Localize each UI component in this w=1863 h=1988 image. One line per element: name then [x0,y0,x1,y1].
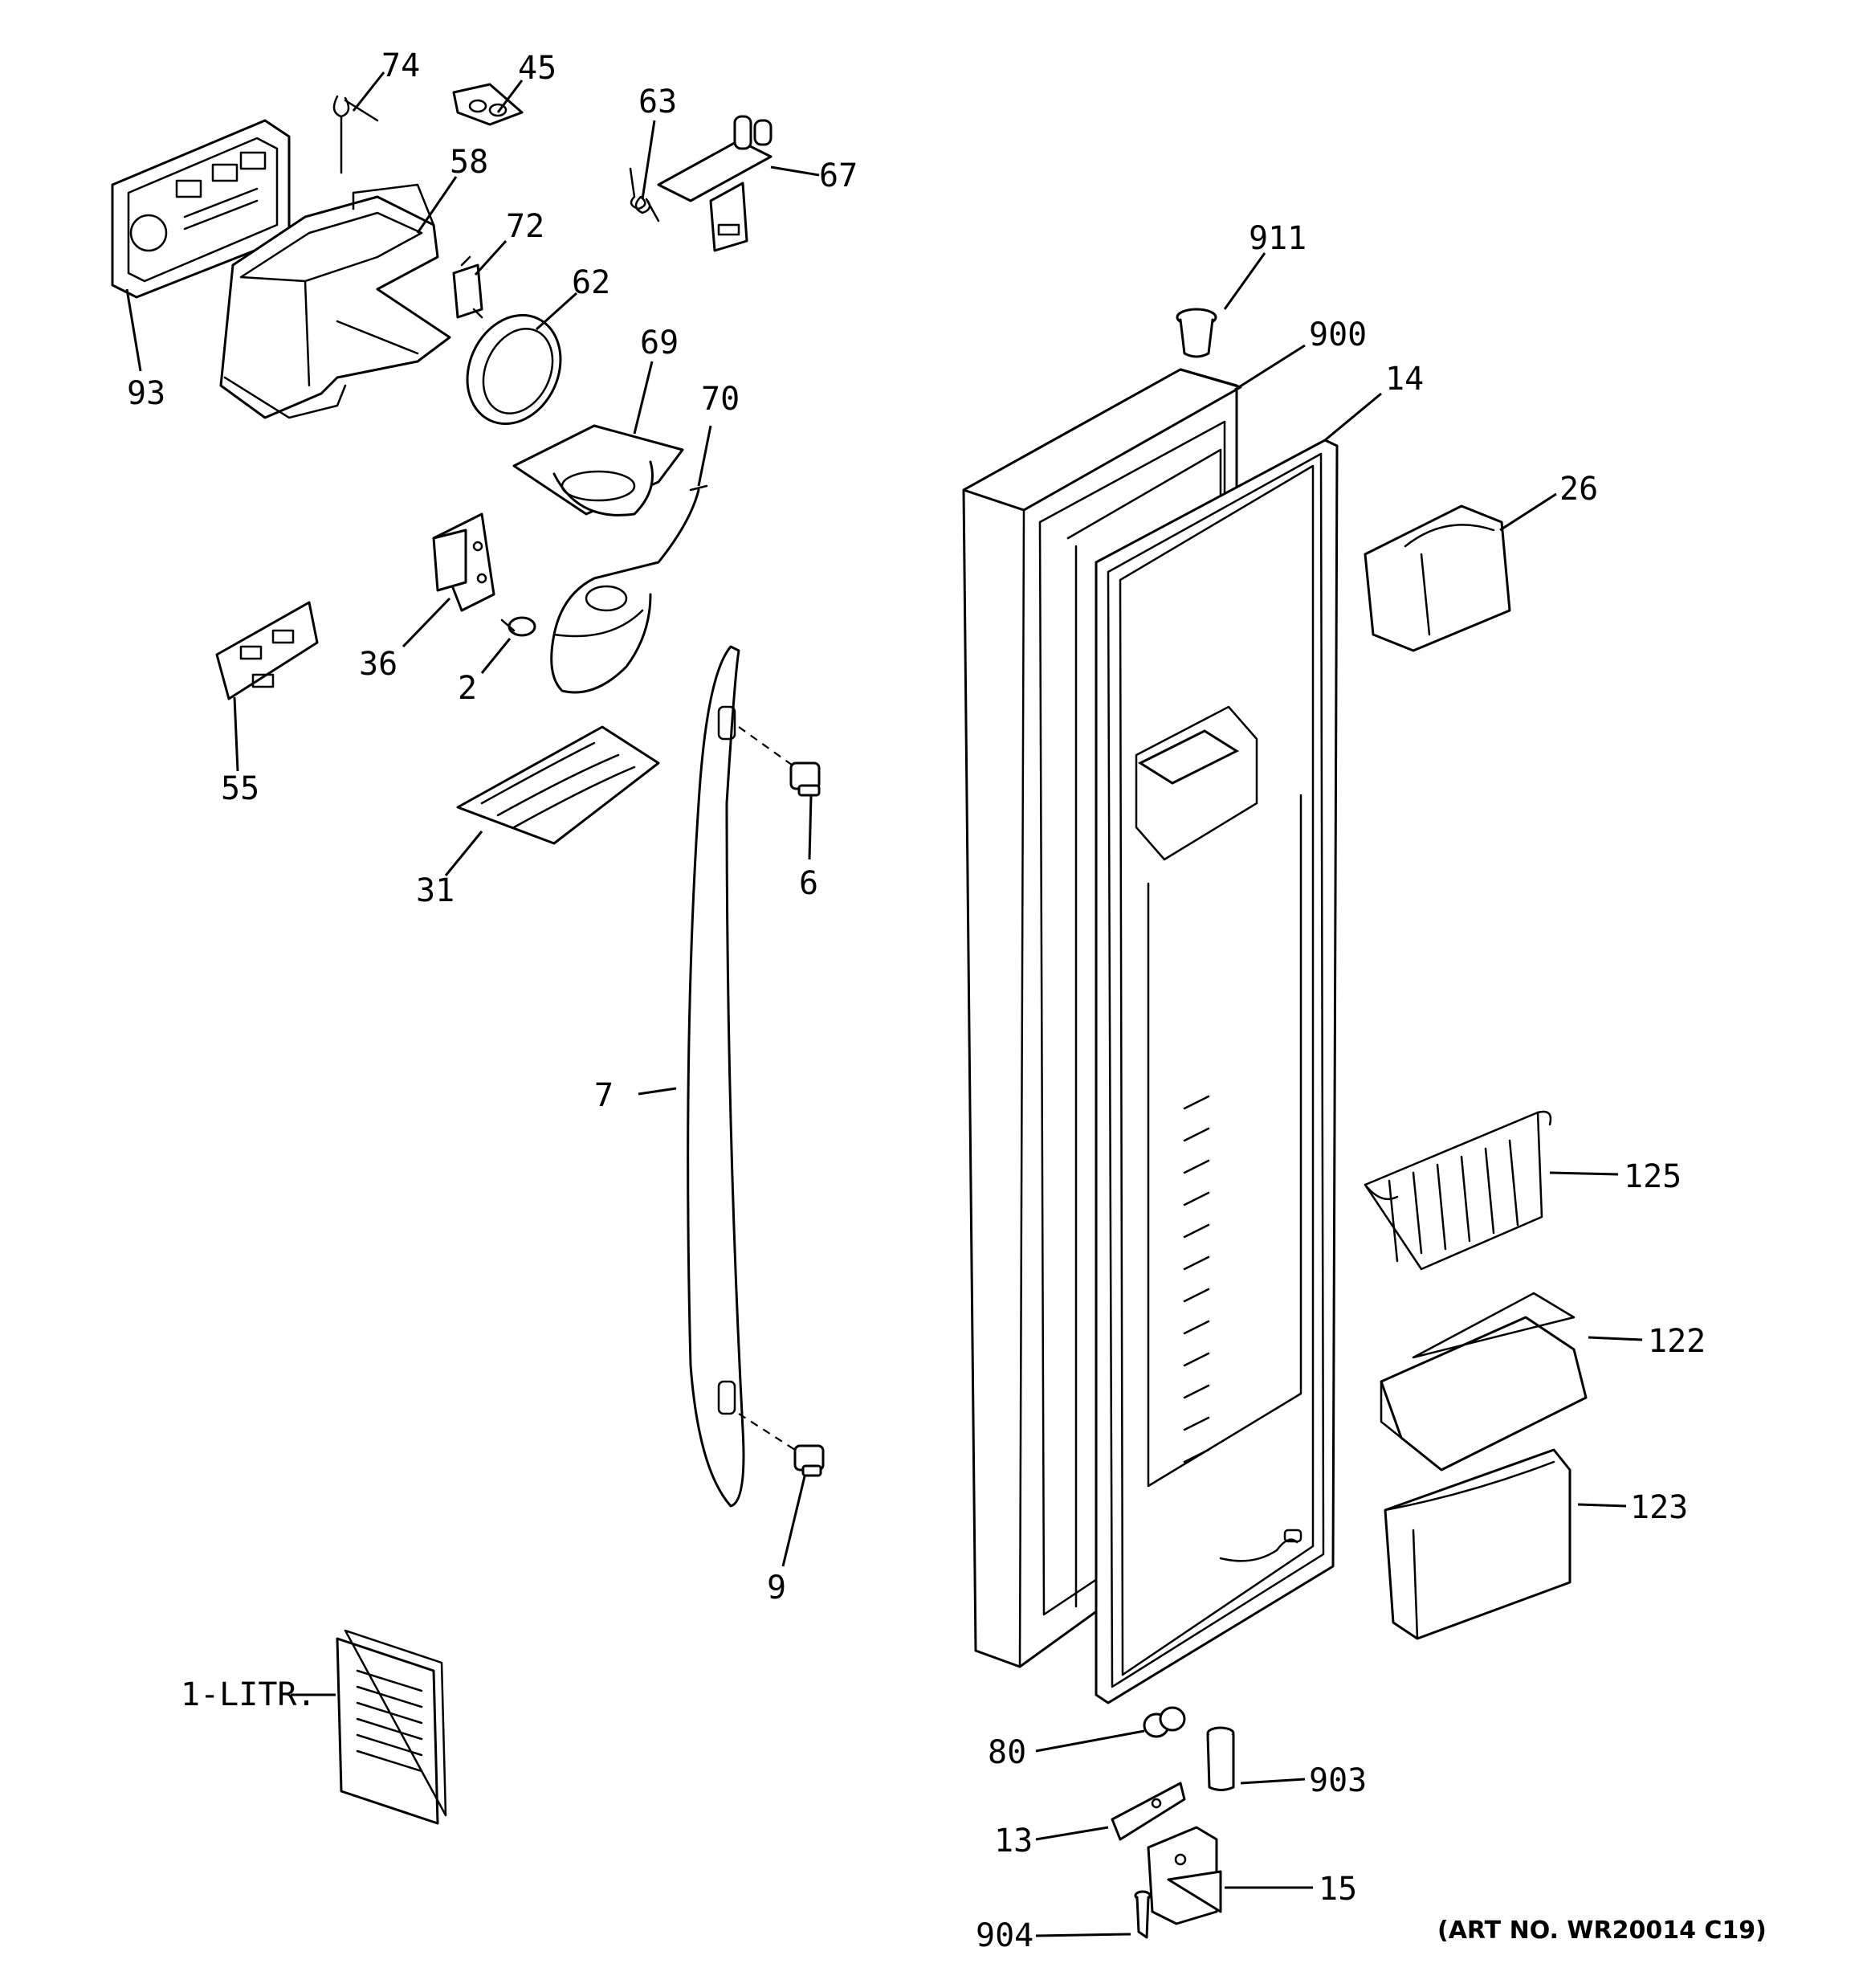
part-9-plug [793,1444,825,1477]
part-58-dispenser-housing [219,183,451,419]
callout-7: 7 [594,1077,614,1114]
part-74-spring [332,95,379,174]
part-6-plug [789,761,821,797]
callout-80: 80 [988,1734,1026,1771]
callout-2: 2 [458,670,477,707]
part-55-board [215,601,319,700]
part-72-switch [452,255,483,319]
part-15-hinge [1147,1826,1222,1925]
part-2-screw [500,616,536,637]
callout-74: 74 [381,47,420,84]
callout-72: 72 [506,208,544,245]
callout-55: 55 [221,770,259,807]
part-123-bin [1384,1448,1572,1640]
part-26-bin [1364,504,1511,652]
callout-9: 9 [767,1570,786,1606]
part-903-pin [1206,1726,1235,1791]
callout-93: 93 [127,375,165,412]
callout-45: 45 [518,50,556,87]
callout-900: 900 [1309,316,1367,353]
callout-903: 903 [1309,1762,1367,1799]
part-7-handle [687,645,745,1508]
callout-904: 904 [976,1917,1033,1954]
part-904-screw [1134,1890,1152,1939]
part-13-hinge-plate [1111,1782,1186,1841]
callout-6: 6 [799,865,818,902]
callout-63: 63 [638,84,677,120]
callout-69: 69 [640,325,679,361]
callout-62: 62 [572,264,610,301]
part-1-litr-manual [336,1629,447,1825]
part-69-funnel-bracket [512,424,684,516]
part-93-control-panel [111,119,291,299]
liner-ribs [1183,1095,1210,1463]
part-45-bracket [452,83,524,126]
callout-58: 58 [450,144,488,181]
part-67-actuator [657,115,773,252]
part-70-chute-arm [550,484,708,694]
part-63-spring [629,167,660,222]
part-125-wire-basket [1364,1110,1552,1271]
art-number: (ART NO. WR20014 C19) [1437,1917,1767,1945]
callout-36: 36 [359,646,397,683]
callout-1-litr: 1-LITR. [181,1676,316,1713]
callout-14: 14 [1385,361,1424,398]
part-36-bracket [432,512,495,612]
callout-125: 125 [1624,1158,1682,1195]
callout-15: 15 [1319,1871,1357,1908]
callout-13: 13 [994,1823,1033,1859]
part-62-ring [466,313,562,426]
callout-26: 26 [1559,471,1598,508]
door-liner-details [1135,705,1302,1562]
callout-67: 67 [819,157,858,194]
callout-123: 123 [1630,1489,1688,1526]
callout-70: 70 [701,381,740,418]
callout-31: 31 [416,872,455,909]
callout-labels: 74 45 63 67 58 72 93 62 69 70 36 2 55 31… [127,47,1706,1954]
part-122-shelf-bin [1380,1292,1588,1472]
part-80-grommet [1143,1706,1186,1738]
callout-122: 122 [1648,1323,1706,1360]
part-31-drip-tray [456,725,660,845]
callout-911: 911 [1249,220,1307,257]
part-911-bushing [1176,308,1217,358]
